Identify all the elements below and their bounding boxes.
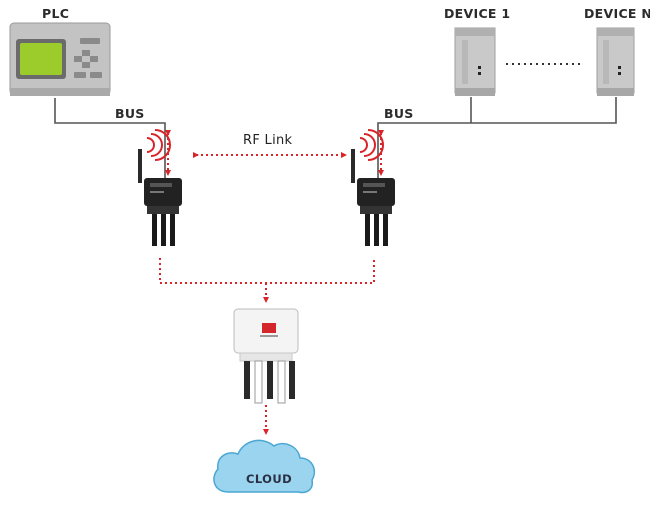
cloud-icon	[213, 439, 316, 494]
cloud-label: CLOUD	[246, 472, 293, 486]
rf-link-label: RF Link	[243, 133, 293, 148]
device-n-icon	[596, 27, 635, 96]
bus-left	[54, 98, 166, 182]
device-1-icon	[454, 27, 496, 96]
plc-label: PLC	[42, 6, 70, 21]
gateway-uplink-path	[159, 258, 375, 303]
wireless-node-left-icon	[138, 129, 182, 246]
wireless-node-right-icon	[351, 129, 395, 246]
bus-right	[377, 97, 617, 182]
bus-right-label: BUS	[384, 106, 414, 121]
cloud-gateway-icon	[233, 308, 299, 404]
device-1-label: DEVICE 1	[444, 6, 511, 21]
plc-controller-icon	[9, 22, 111, 96]
device-n-label: DEVICE N	[584, 6, 650, 21]
bus-left-label: BUS	[115, 106, 145, 121]
